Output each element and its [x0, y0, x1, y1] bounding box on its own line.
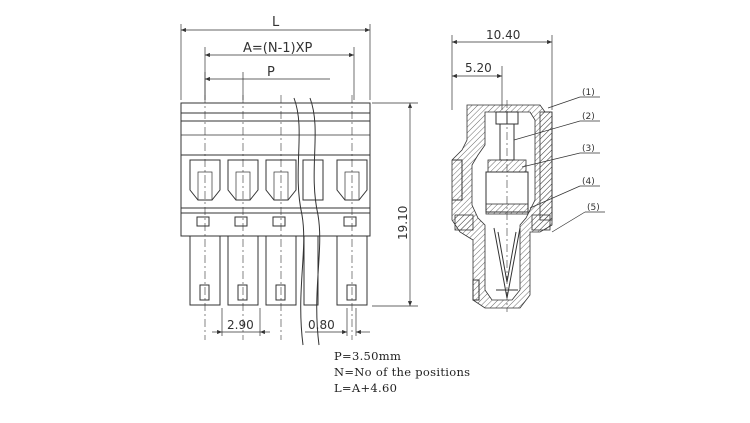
centerlines — [204, 95, 353, 340]
dimension-a: A=(N-1)XP — [204, 41, 355, 100]
dim-p-label: P — [267, 65, 275, 80]
front-view: L A=(N-1)XP P — [180, 15, 418, 346]
dim-a-label: A=(N-1)XP — [243, 41, 313, 56]
contact-slots — [189, 159, 368, 201]
note-pitch: P=3.50mm — [334, 349, 402, 363]
drawing-notes: P=3.50mm N=No of the positions L=A+4.60 — [334, 348, 470, 396]
dim-5-20-label: 5.20 — [465, 61, 492, 75]
callout-2: (2) — [582, 112, 595, 122]
dimension-l: L — [180, 15, 371, 100]
pins — [189, 236, 368, 306]
dim-l-label: L — [272, 15, 280, 30]
dimension-5-20: 5.20 — [452, 61, 503, 110]
dimension-10-40: 10.40 — [451, 28, 553, 110]
lower-windows — [196, 216, 357, 227]
callout-3: (3) — [582, 144, 595, 154]
dim-2-90-label: 2.90 — [227, 318, 254, 332]
callout-5: (5) — [587, 203, 600, 213]
note-positions: N=No of the positions — [334, 365, 471, 379]
dimension-2-90: 2.90 — [212, 308, 270, 336]
dim-0-80-label: 0.80 — [308, 318, 335, 332]
callout-4: (4) — [582, 177, 595, 187]
dim-10-40-label: 10.40 — [486, 28, 520, 42]
dimension-height: 19.10 — [372, 102, 418, 307]
dimension-p: P — [204, 65, 330, 100]
callout-1: (1) — [582, 88, 595, 98]
dimension-0-80: 0.80 — [305, 308, 370, 336]
note-length: L=A+4.60 — [334, 381, 398, 395]
side-view: 10.40 5.20 — [451, 28, 605, 312]
callouts: (1) (2) (3) (4) (5) — [513, 88, 605, 233]
dim-height-label: 19.10 — [396, 206, 410, 240]
